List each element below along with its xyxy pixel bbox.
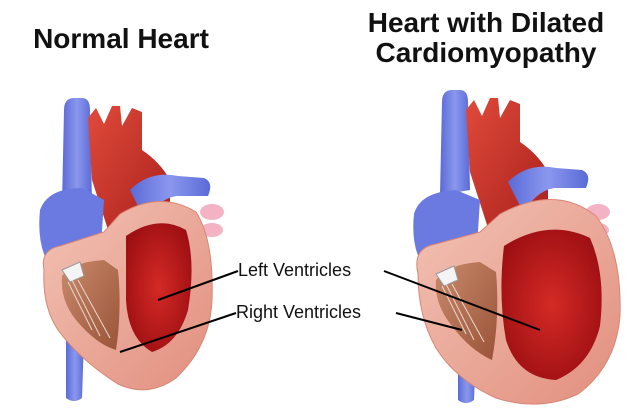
dilated-superior-vena-cava	[440, 90, 470, 195]
right-ventricles-label: Right Ventricles	[236, 302, 361, 323]
left-ventricles-label: Left Ventricles	[238, 260, 351, 281]
normal-heart	[39, 98, 224, 401]
normal-pulmonary-vein-1	[200, 204, 224, 220]
dilated-heart	[413, 90, 620, 404]
